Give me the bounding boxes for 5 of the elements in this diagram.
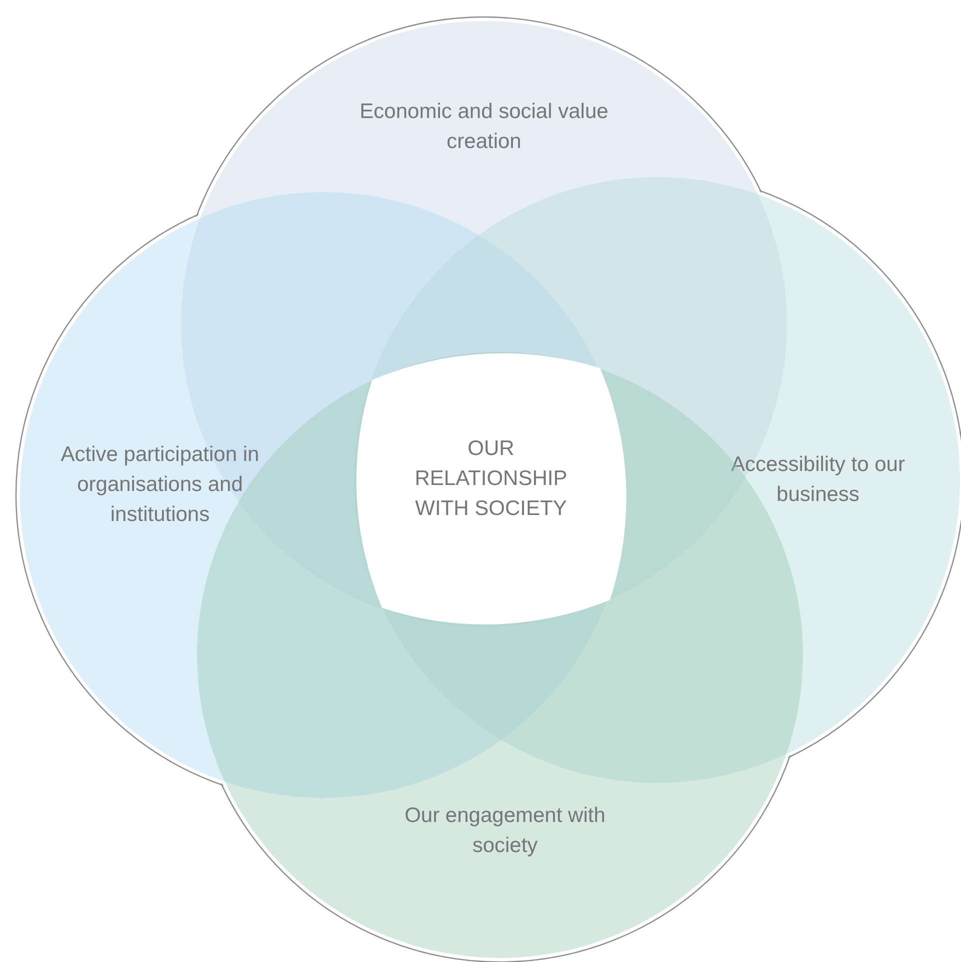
circle-label: Accessibility to our business	[730, 452, 906, 508]
circle-label: Economic and social value creation	[358, 99, 610, 155]
circle-label: Active participation in organisations and institutions	[60, 442, 260, 528]
center-title: OUR RELATIONSHIP WITH SOCIETY	[414, 436, 568, 522]
circle-label: Our engagement with society	[404, 803, 606, 859]
